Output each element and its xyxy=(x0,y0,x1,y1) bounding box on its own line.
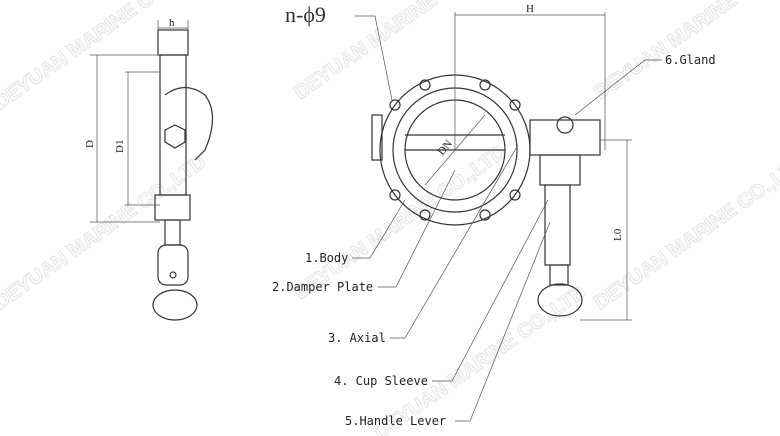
dim-D1: D1 xyxy=(114,140,126,153)
dim-L0: L0 xyxy=(612,228,624,241)
dim-D: D xyxy=(84,140,96,148)
part-labels: 1.Body 2.Damper Plate 3. Axial 4. Cup Sl… xyxy=(272,53,716,428)
dim-H: H xyxy=(526,3,534,15)
dim-h: h xyxy=(169,17,175,29)
label-cup-sleeve: 4. Cup Sleeve xyxy=(334,374,428,388)
dim-holes: n-ϕ9 xyxy=(285,2,326,27)
label-handle-lever: 5.Handle Lever xyxy=(345,414,446,428)
dim-DN: DN xyxy=(436,138,455,158)
label-damper-plate: 2.Damper Plate xyxy=(272,280,373,294)
front-view: DN H L0 n-ϕ9 xyxy=(285,2,632,321)
label-body: 1.Body xyxy=(305,251,348,265)
svg-text:DEYUAN MARINE CO.,LTD: DEYUAN MARINE CO.,LTD xyxy=(0,0,210,114)
side-view: h D D1 xyxy=(84,17,214,321)
label-axial: 3. Axial xyxy=(328,331,386,345)
svg-text:DEYUAN MARINE CO.,LTD: DEYUAN MARINE CO.,LTD xyxy=(370,281,590,436)
label-gland: 6.Gland xyxy=(665,53,716,67)
